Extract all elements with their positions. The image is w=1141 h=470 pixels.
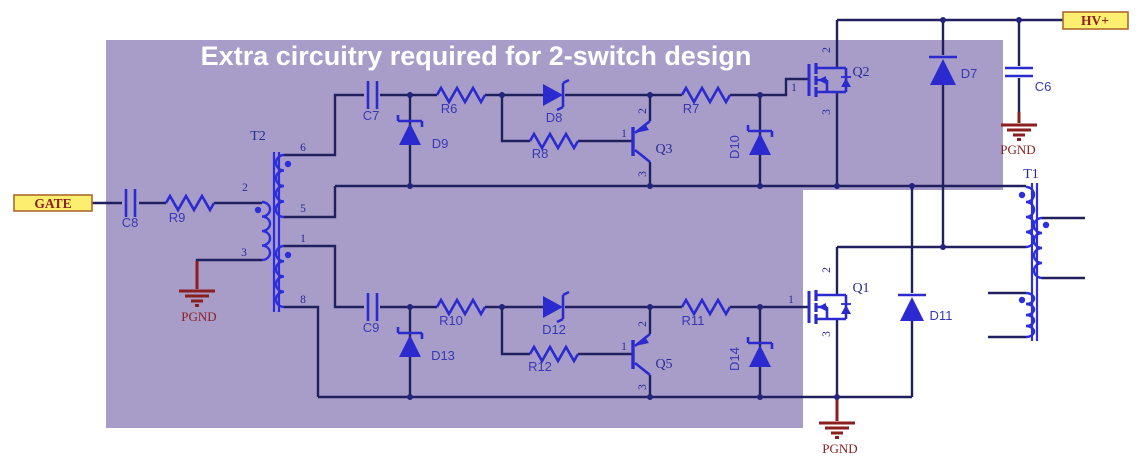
d7-label: D7 — [961, 66, 978, 81]
wire-power-rails — [335, 18, 1063, 397]
resistor-r8: R8 — [528, 131, 580, 161]
gate-netbox — [13, 194, 93, 212]
r10-label: R10 — [439, 313, 463, 328]
d8-label: D8 — [546, 110, 563, 125]
diode-d8: D8 — [543, 78, 570, 125]
capacitor-c9: C9 — [363, 293, 380, 335]
q1-pin2: 2 — [821, 267, 833, 273]
t2-pin6: 6 — [300, 142, 306, 154]
resistor-r7: R7 — [680, 85, 732, 116]
q1-label: Q1 — [852, 281, 869, 296]
mosfet-q1: Q1 1 2 3 — [788, 267, 869, 337]
d10-label: D10 — [727, 135, 742, 159]
d12-label: D12 — [542, 322, 566, 337]
hv-net-text: HV+ — [1081, 13, 1109, 28]
c8-label: C8 — [122, 215, 139, 230]
diode-d12: D12 — [542, 290, 570, 337]
pgnd-c6-label: PGND — [1000, 142, 1035, 157]
t2-pin1: 1 — [300, 233, 306, 245]
pgnd-left-label: PGND — [181, 309, 216, 324]
t1-phase-dot-pri-bottom — [1018, 296, 1026, 304]
t1-label: T1 — [1023, 167, 1039, 182]
c7-label: C7 — [363, 108, 380, 123]
mosfet-q2: Q2 1 2 3 — [791, 47, 869, 115]
diode-d11: D11 — [898, 293, 953, 323]
t2-pin5: 5 — [300, 203, 306, 215]
t2-label: T2 — [250, 129, 266, 144]
t2-phase-dot-sec-bottom — [284, 251, 292, 259]
t2-pin8: 8 — [300, 294, 306, 306]
transformer-t1: T1 — [1018, 167, 1050, 341]
highlight-overlay-bottom — [106, 190, 803, 428]
pgnd-bottom-label: PGND — [822, 441, 857, 456]
zener-d13: D13 — [396, 327, 455, 363]
gate-net-text: GATE — [34, 196, 71, 211]
q2-pin3: 3 — [821, 109, 833, 115]
r8-label: R8 — [532, 146, 549, 161]
q1-pin3: 3 — [821, 331, 833, 337]
q3-pin2: 2 — [637, 108, 649, 114]
transistor-q5: Q5 1 2 3 — [621, 321, 672, 390]
highlight-overlay-top — [106, 40, 1003, 190]
capacitor-c6: C6 — [1005, 66, 1052, 94]
d13-label: D13 — [431, 348, 455, 363]
q2-pin1: 1 — [791, 82, 797, 94]
q3-pin1: 1 — [621, 128, 627, 140]
ground-pgnd-bottom: PGND — [819, 399, 858, 456]
hv-netbox — [1062, 11, 1129, 30]
ground-pgnd-left: PGND — [179, 261, 217, 324]
net-label-hv-plus: HV+ — [1062, 11, 1129, 30]
t1-phase-dot-sec — [1042, 221, 1050, 229]
q3-label: Q3 — [655, 142, 672, 157]
t2-pin2: 2 — [242, 182, 248, 194]
q1-pin1: 1 — [788, 294, 794, 306]
r12-label: R12 — [528, 359, 552, 374]
r7-label: R7 — [683, 101, 700, 116]
resistor-r11: R11 — [680, 297, 732, 328]
q5-pin1: 1 — [621, 341, 627, 353]
resistor-r6: R6 — [435, 85, 487, 116]
junction-dots — [407, 17, 1022, 400]
resistor-r9: R9 — [164, 193, 216, 225]
c9-label: C9 — [363, 320, 380, 335]
transformer-t2: T2 2 3 6 5 1 8 — [241, 129, 306, 312]
zener-d14: D14 — [727, 337, 774, 371]
capacitor-c7: C7 — [363, 81, 380, 123]
q3-pin3: 3 — [637, 171, 649, 177]
d14-label: D14 — [727, 347, 742, 371]
t2-phase-dot-sec-top — [284, 160, 292, 168]
t2-pin3: 3 — [241, 247, 247, 259]
c6-label: C6 — [1035, 79, 1052, 94]
r11-label: R11 — [682, 313, 705, 328]
q5-pin2: 2 — [637, 321, 649, 327]
resistor-r10: R10 — [435, 297, 487, 328]
ground-pgnd-c6: PGND — [1000, 112, 1037, 157]
d9-label: D9 — [432, 136, 449, 151]
r6-label: R6 — [441, 101, 458, 116]
diode-d7: D7 — [929, 55, 978, 85]
t2-phase-dot-primary — [254, 206, 262, 214]
capacitor-c8: C8 — [122, 189, 139, 230]
q5-pin3: 3 — [637, 384, 649, 390]
q5-label: Q5 — [655, 357, 672, 372]
annotation-title: Extra circuitry required for 2-switch de… — [200, 41, 752, 71]
zener-d9: D9 — [396, 115, 449, 151]
d11-label: D11 — [930, 308, 953, 323]
q2-pin2: 2 — [821, 47, 833, 53]
net-label-gate: GATE — [13, 194, 93, 212]
zener-d10: D10 — [727, 125, 774, 159]
t1-phase-dot-pri-top — [1018, 191, 1026, 199]
q2-label: Q2 — [852, 65, 869, 80]
transistor-q3: Q3 1 2 3 — [621, 108, 672, 177]
r9-label: R9 — [169, 210, 186, 225]
resistor-r12: R12 — [528, 344, 580, 374]
wire-t1-stubs — [988, 216, 1085, 339]
